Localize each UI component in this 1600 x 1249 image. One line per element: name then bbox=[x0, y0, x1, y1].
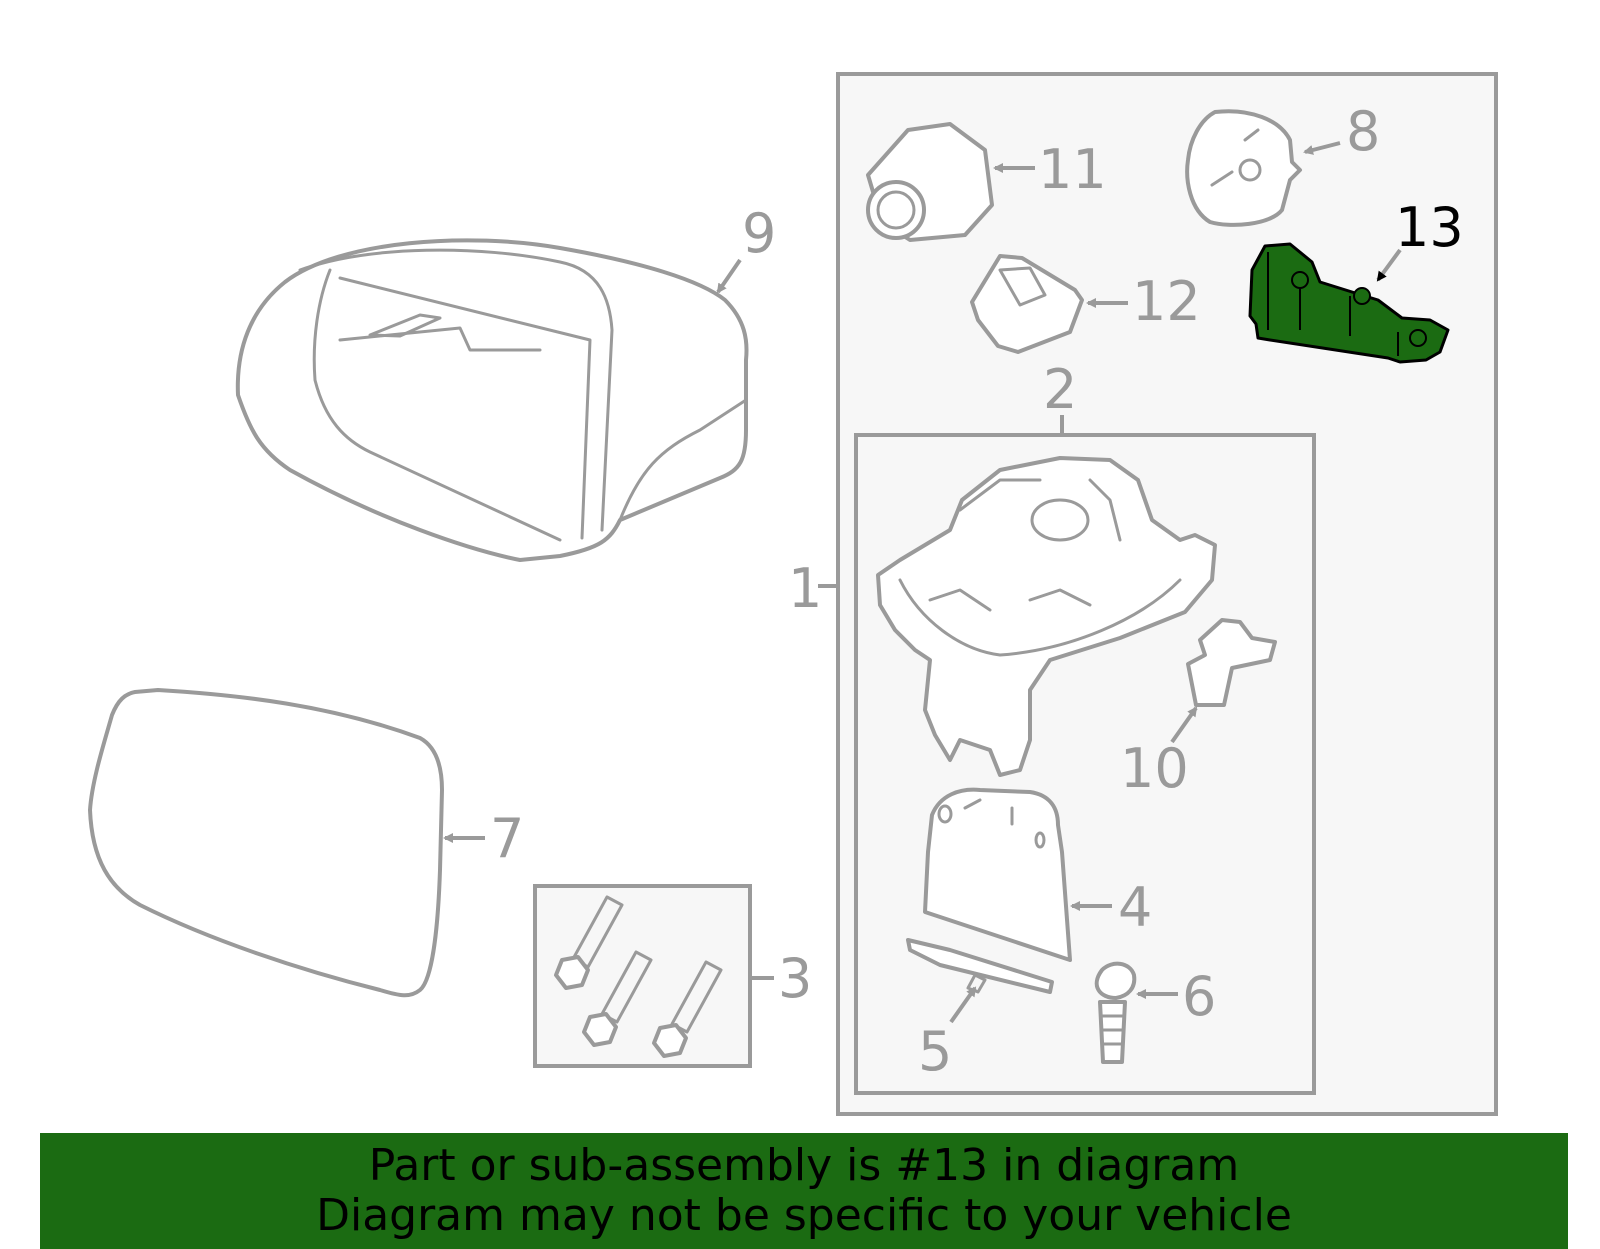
callout-1: 1 bbox=[788, 557, 822, 620]
banner-line-2: Diagram may not be specific to your vehi… bbox=[316, 1190, 1292, 1241]
camera-part bbox=[866, 122, 994, 242]
callout-7: 7 bbox=[490, 807, 524, 870]
leader-13 bbox=[1376, 248, 1402, 282]
actuator-part bbox=[970, 254, 1084, 354]
mirror-base-part bbox=[876, 456, 1217, 777]
bracket-part-10 bbox=[1186, 618, 1277, 707]
highlighted-part-13 bbox=[1248, 242, 1450, 364]
callout-12: 12 bbox=[1132, 270, 1201, 333]
callout-8: 8 bbox=[1346, 100, 1380, 163]
info-banner: Part or sub-assembly is #13 in diagram D… bbox=[40, 1133, 1568, 1249]
seal-part bbox=[906, 938, 1054, 994]
leader-5 bbox=[949, 986, 977, 1024]
callout-3: 3 bbox=[778, 947, 812, 1010]
callout-13: 13 bbox=[1395, 196, 1464, 259]
leader-8 bbox=[1303, 141, 1341, 155]
leader-9 bbox=[716, 258, 742, 294]
leader-10 bbox=[1170, 706, 1198, 744]
callout-9: 9 bbox=[742, 202, 776, 265]
heater-part bbox=[1185, 109, 1302, 227]
mirror-glass-part bbox=[88, 688, 444, 998]
bolts-part bbox=[554, 895, 723, 1058]
callout-10: 10 bbox=[1120, 737, 1189, 800]
callout-2: 2 bbox=[1043, 358, 1077, 421]
screw-part bbox=[1094, 961, 1137, 1064]
callout-6: 6 bbox=[1182, 965, 1216, 1028]
boot-part bbox=[923, 787, 1072, 962]
callout-5: 5 bbox=[918, 1020, 952, 1083]
callout-4: 4 bbox=[1118, 876, 1152, 939]
callout-11: 11 bbox=[1038, 138, 1107, 201]
mirror-cover-part bbox=[235, 238, 749, 562]
banner-line-1: Part or sub-assembly is #13 in diagram bbox=[368, 1140, 1240, 1191]
